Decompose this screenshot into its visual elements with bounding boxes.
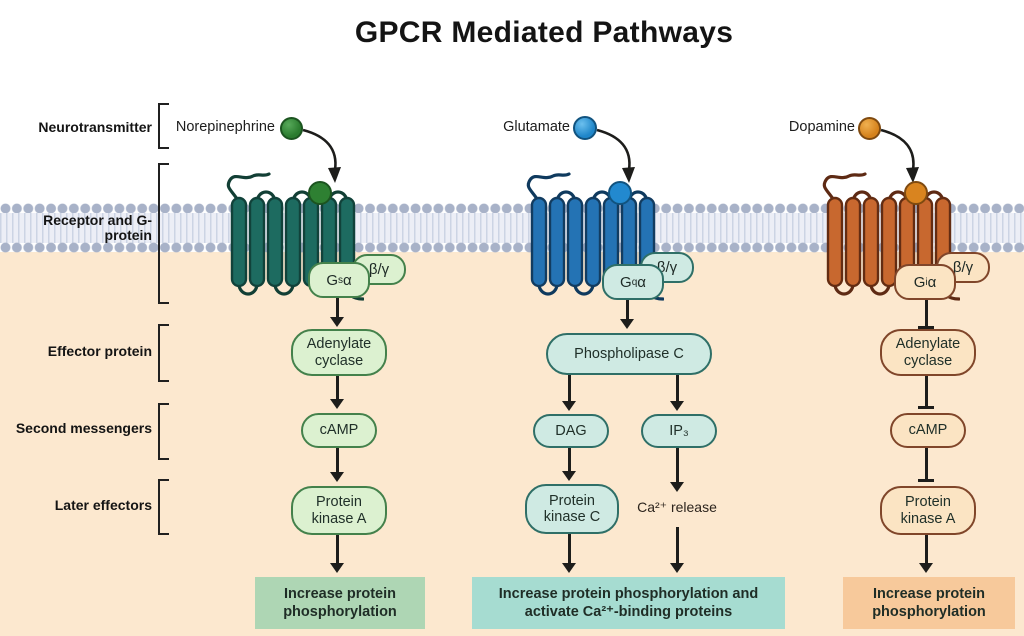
- glutamate-molecule-icon: [573, 116, 597, 140]
- arrow-dag-to-pkc: [561, 448, 577, 481]
- arrow-plc-to-ip3: [669, 375, 685, 411]
- later-effector-pkc: Protein kinase C: [525, 484, 619, 534]
- lipid-heads-outer: [0, 203, 1024, 214]
- effector-adenylate-cyclase-3: Adenylate cyclase: [880, 329, 976, 376]
- bracket-receptor-gprotein: [158, 163, 169, 304]
- cytoplasm-background: [0, 252, 1024, 636]
- later-effector-ca-release: Ca²⁺ release: [637, 499, 717, 515]
- outcome-box-glutamate: Increase protein phosphorylation and act…: [472, 577, 785, 629]
- outcome-box-norepinephrine: Increase protein phosphorylation: [255, 577, 425, 629]
- arrow-ca-to-outcome-2: [669, 527, 685, 573]
- effector-adenylate-cyclase-1: Adenylate cyclase: [291, 329, 387, 376]
- arrow-adenylate-to-camp-1: [329, 376, 345, 409]
- page-title: GPCR Mediated Pathways: [354, 16, 734, 49]
- bound-ligand-icon: [308, 181, 332, 205]
- row-label-receptor-gprotein: Receptor and G-protein: [43, 212, 152, 244]
- arrow-gsalpha-to-adenylate: [329, 297, 345, 327]
- second-messenger-camp-3: cAMP: [890, 413, 966, 448]
- second-messenger-camp-1: cAMP: [301, 413, 377, 448]
- row-label-second-messengers: Second messengers: [15, 420, 152, 436]
- norepinephrine-molecule-icon: [280, 117, 303, 140]
- row-label-neurotransmitter: Neurotransmitter: [38, 119, 152, 135]
- later-effector-pka-3: Protein kinase A: [880, 486, 976, 535]
- inhibit-camp-to-pka-3: [918, 448, 934, 482]
- bracket-neurotransmitter: [158, 103, 169, 149]
- row-label-later-effectors: Later effectors: [54, 497, 152, 513]
- ligand-binding-arrow: [880, 128, 919, 183]
- arrow-pka-to-outcome-1: [329, 535, 345, 573]
- inhibit-gialpha-to-adenylate: [918, 299, 934, 329]
- arrow-plc-to-dag: [561, 375, 577, 411]
- arrow-camp-to-pka-1: [329, 448, 345, 482]
- later-effector-pka-1: Protein kinase A: [291, 486, 387, 535]
- inhibit-adenylate-to-camp-3: [918, 376, 934, 409]
- arrow-ip3-to-ca-release: [669, 448, 685, 492]
- bracket-later-effectors: [158, 479, 169, 535]
- outcome-box-dopamine: Increase protein phosphorylation: [843, 577, 1015, 629]
- ligand-label-norepinephrine: Norepinephrine: [175, 119, 275, 135]
- dopamine-molecule-icon: [858, 117, 881, 140]
- second-messenger-dag: DAG: [533, 414, 609, 448]
- ligand-binding-arrow: [302, 128, 341, 183]
- ligand-label-dopamine: Dopamine: [788, 119, 855, 135]
- lipid-heads-inner: [0, 242, 1024, 253]
- bracket-second-messengers: [158, 403, 169, 460]
- ligand-binding-arrow: [596, 128, 635, 183]
- arrow-gqalpha-to-plc: [619, 299, 635, 329]
- ligand-label-glutamate: Glutamate: [503, 119, 570, 135]
- arrow-pka-to-outcome-3: [918, 535, 934, 573]
- row-label-effector-protein: Effector protein: [47, 343, 152, 359]
- bracket-effector-protein: [158, 324, 169, 382]
- bound-ligand-icon: [608, 181, 632, 205]
- second-messenger-ip3: IP₃: [641, 414, 717, 448]
- bound-ligand-icon: [904, 181, 928, 205]
- arrow-pkc-to-outcome-2: [561, 534, 577, 573]
- effector-phospholipase-c: Phospholipase C: [546, 333, 712, 375]
